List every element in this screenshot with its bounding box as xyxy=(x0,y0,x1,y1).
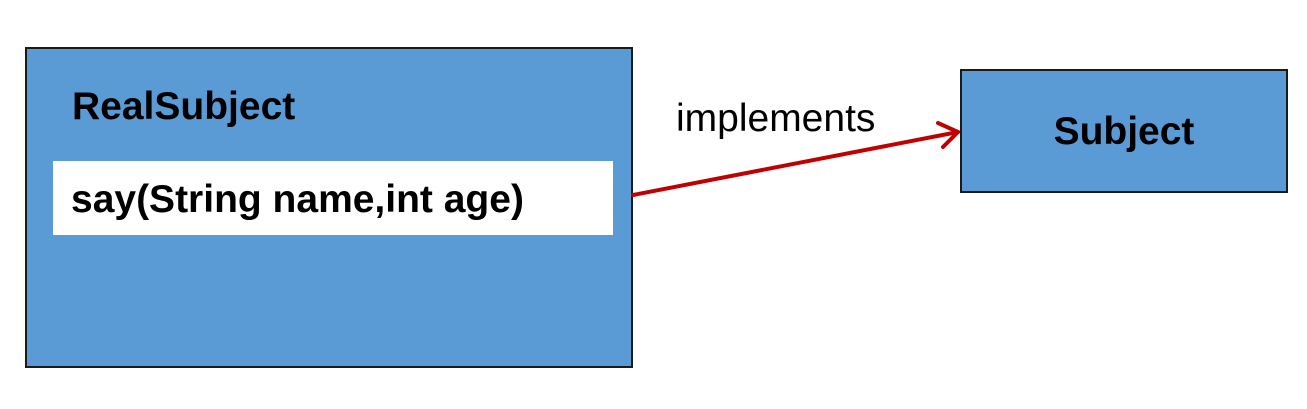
method-box: say(String name,int age) xyxy=(53,161,613,235)
real-subject-class-box: RealSubject say(String name,int age) xyxy=(25,47,633,368)
subject-title: Subject xyxy=(1053,109,1195,153)
subject-interface-box: Subject xyxy=(960,69,1288,193)
arrow-head xyxy=(936,121,960,149)
arrow-shaft xyxy=(631,130,960,197)
real-subject-title: RealSubject xyxy=(72,85,296,128)
method-signature: say(String name,int age) xyxy=(71,178,524,221)
implements-label: implements xyxy=(676,97,876,140)
